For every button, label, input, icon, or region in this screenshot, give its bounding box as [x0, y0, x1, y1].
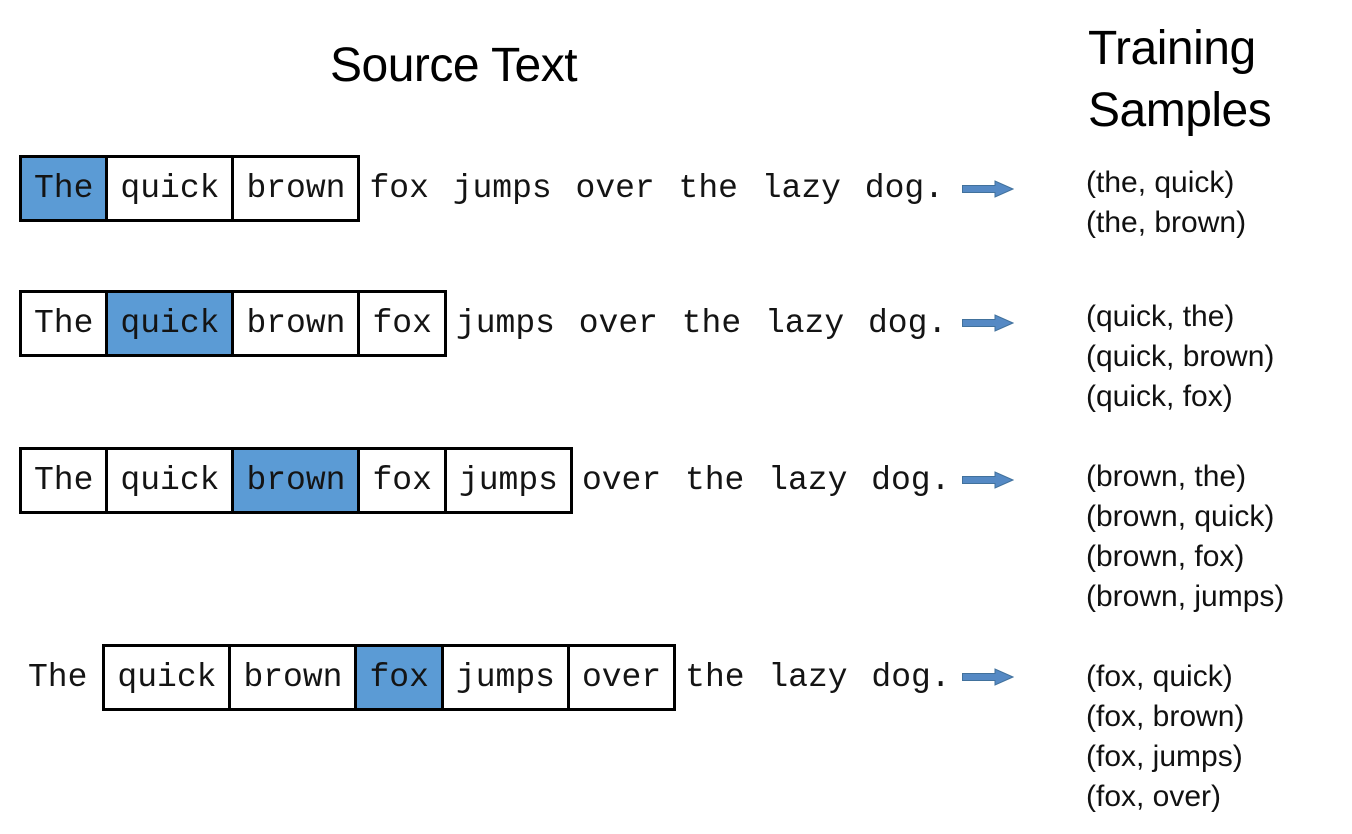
word-token-highlighted: The — [19, 154, 109, 222]
training-sample: (the, brown) — [1086, 206, 1247, 239]
training-sample: (brown, jumps) — [1086, 580, 1285, 613]
training-sample: (quick, fox) — [1086, 380, 1233, 413]
word-token-boxed: jumps — [440, 643, 570, 711]
right-arrow-icon — [962, 180, 1014, 198]
word-token-boxed: quick — [105, 446, 235, 514]
word-token-plain: jumps over the lazy dog. — [455, 304, 948, 342]
training-samples-group: (brown, the) (brown, quick) (brown, fox) (b… — [1086, 457, 1284, 617]
word-token-plain: The — [28, 658, 88, 696]
word-token-boxed: The — [19, 289, 109, 357]
word-token-highlighted: quick — [105, 289, 235, 357]
training-sample: (the, quick) — [1086, 166, 1235, 199]
training-samples-group: (fox, quick) (fox, brown) (fox, jumps) (fox… — [1086, 657, 1244, 817]
training-sample: (brown, fox) — [1086, 540, 1245, 573]
training-sample: (fox, quick) — [1086, 660, 1233, 693]
word-token-highlighted: fox — [354, 643, 444, 711]
word-token-boxed: brown — [231, 154, 361, 222]
right-arrow-icon — [962, 471, 1014, 489]
source-text-title: Source Text — [330, 39, 578, 92]
training-sample: (brown, the) — [1086, 460, 1247, 493]
word-token-plain: fox jumps over the lazy dog. — [369, 169, 944, 207]
training-sample: (fox, over) — [1086, 780, 1222, 813]
right-arrow-icon — [962, 314, 1014, 332]
word-token-boxed: jumps — [443, 446, 573, 514]
word-token-boxed: brown — [228, 643, 358, 711]
word-token-boxed: The — [19, 446, 109, 514]
training-sample: (quick, brown) — [1086, 340, 1275, 373]
training-title-line1: Training — [1088, 22, 1256, 75]
word-token-boxed: quick — [105, 154, 235, 222]
word-token-boxed: over — [566, 643, 677, 711]
word-token-boxed: brown — [231, 289, 361, 357]
training-sample: (brown, quick) — [1086, 500, 1275, 533]
training-samples-group: (the, quick) (the, brown) — [1086, 163, 1246, 243]
word-token-boxed: fox — [357, 446, 447, 514]
word-token-boxed: quick — [102, 643, 232, 711]
word-token-plain: over the lazy dog. — [581, 461, 951, 499]
word-token-boxed: fox — [357, 289, 447, 357]
training-sample: (fox, jumps) — [1086, 740, 1243, 773]
training-sample: (quick, the) — [1086, 300, 1235, 333]
right-arrow-icon — [962, 668, 1014, 686]
training-samples-title: Training Samples — [1088, 18, 1272, 142]
training-samples-group: (quick, the) (quick, brown) (quick, fox) — [1086, 297, 1274, 417]
word-token-highlighted: brown — [231, 446, 361, 514]
training-sample: (fox, brown) — [1086, 700, 1245, 733]
word-token-plain: the lazy dog. — [685, 658, 951, 696]
training-title-line2: Samples — [1088, 84, 1272, 137]
